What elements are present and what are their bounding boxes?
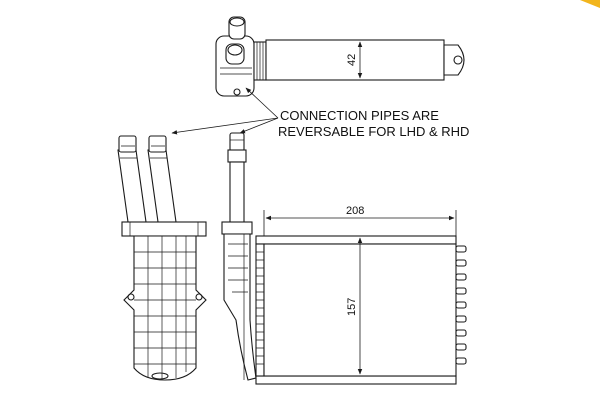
brand-mark-icon bbox=[580, 0, 600, 8]
annotation-line-2: REVERSABLE FOR LHD & RHD bbox=[278, 124, 469, 139]
dimension-157-label: 157 bbox=[346, 298, 358, 316]
annotation-callout: CONNECTION PIPES ARE REVERSABLE FOR LHD … bbox=[171, 87, 469, 139]
front-view-core: 208 157 bbox=[255, 205, 467, 385]
side-view-middle bbox=[221, 132, 257, 381]
side-view-left bbox=[117, 135, 207, 381]
dimension-208-label: 208 bbox=[346, 205, 364, 217]
top-view: 42 bbox=[215, 16, 465, 97]
annotation-line-1: CONNECTION PIPES ARE bbox=[280, 108, 439, 123]
dimension-42-label: 42 bbox=[346, 54, 358, 66]
